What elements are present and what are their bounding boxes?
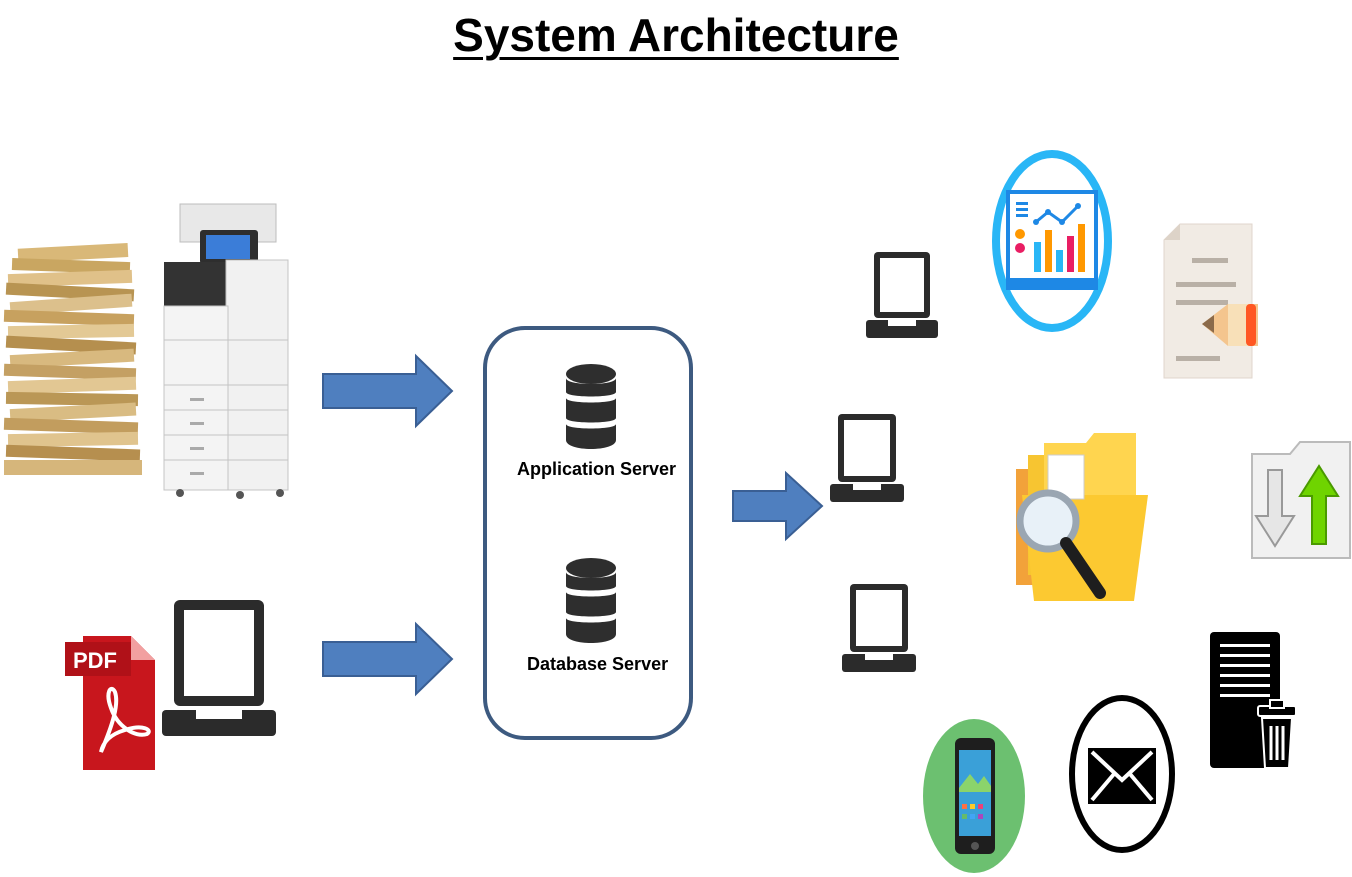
database-icon (566, 364, 616, 449)
server-group (483, 326, 693, 740)
arrow-right-icon (732, 470, 824, 542)
mobile-phone-icon (923, 719, 1025, 873)
laptop-icon (830, 414, 904, 502)
database-server-label: Database Server (527, 654, 669, 674)
application-server-label: Application Server (517, 459, 677, 479)
arrow-right-icon (322, 621, 454, 697)
folder-search-icon (1016, 433, 1148, 601)
laptop-icon (162, 600, 276, 736)
printer-scanner-icon (163, 203, 289, 499)
pdf-label: PDF (73, 648, 117, 673)
laptop-icon (866, 252, 938, 338)
email-icon (1069, 695, 1175, 853)
database-icon (566, 558, 616, 643)
document-edit-icon (1163, 223, 1258, 379)
delete-file-icon (1210, 632, 1297, 769)
analytics-dashboard-icon (992, 150, 1112, 332)
arrow-right-icon (322, 353, 454, 429)
pdf-file-icon: PDF (65, 636, 155, 770)
upload-download-icon (1251, 441, 1351, 559)
paper-stack-icon (3, 242, 142, 475)
laptop-icon (842, 584, 916, 672)
diagram-title: System Architecture (453, 9, 899, 61)
